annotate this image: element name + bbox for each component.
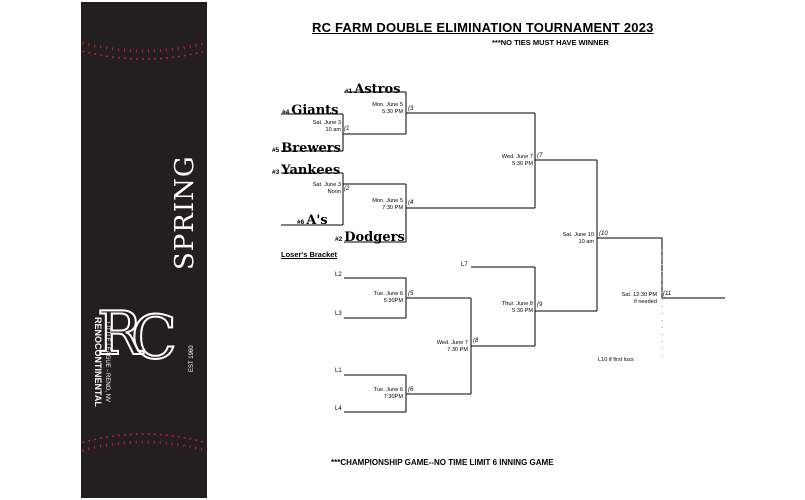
game-3-number: (3 [408,106,414,112]
l10-note: L10 if first loss [598,357,634,363]
loser-slot-l1: L1 [335,368,342,374]
spring-2023-banner: R C SPRING 2023 EST 1960 RENOCONTINENTAL… [81,2,207,498]
page-title: RC FARM DOUBLE ELIMINATION TOURNAMENT 20… [312,20,654,35]
game-8-number: (8 [473,338,479,344]
banner-org-line2: LITTLE LEAGUE - RENO, NV [104,322,110,402]
game-7-number: (7 [537,153,543,159]
banner-org-line1: RENOCONTINENTAL [93,317,103,407]
svg-text:R: R [97,299,144,369]
game-10-number: (10 [599,231,608,237]
loser-slot-l4: L4 [335,406,342,412]
banner-season: SPRING [170,155,200,270]
baseball-stitch-icon: R C [81,41,207,453]
no-ties-note: ***NO TIES MUST HAVE WINNER [492,38,609,47]
loser-slot-l2: L2 [335,272,342,278]
game-9-number: (9 [537,302,543,308]
game-2-number: (2 [344,186,350,192]
game-4-number: (4 [408,200,414,206]
game-1-number: (1 [344,126,350,132]
championship-note: ***CHAMPIONSHIP GAME--NO TIME LIMIT 6 IN… [331,458,554,467]
banner-est: EST 1960 [189,345,195,372]
loser-slot-l7: L7 [461,262,468,268]
losers-bracket-label: Loser's Bracket [281,250,337,259]
loser-slot-l3: L3 [335,311,342,317]
game-6-number: (6 [408,387,414,393]
rc-logo-icon: R C [96,298,178,374]
game-5-number: (5 [408,291,414,297]
game-11-number: (11 [663,291,672,297]
svg-text:C: C [131,303,177,373]
